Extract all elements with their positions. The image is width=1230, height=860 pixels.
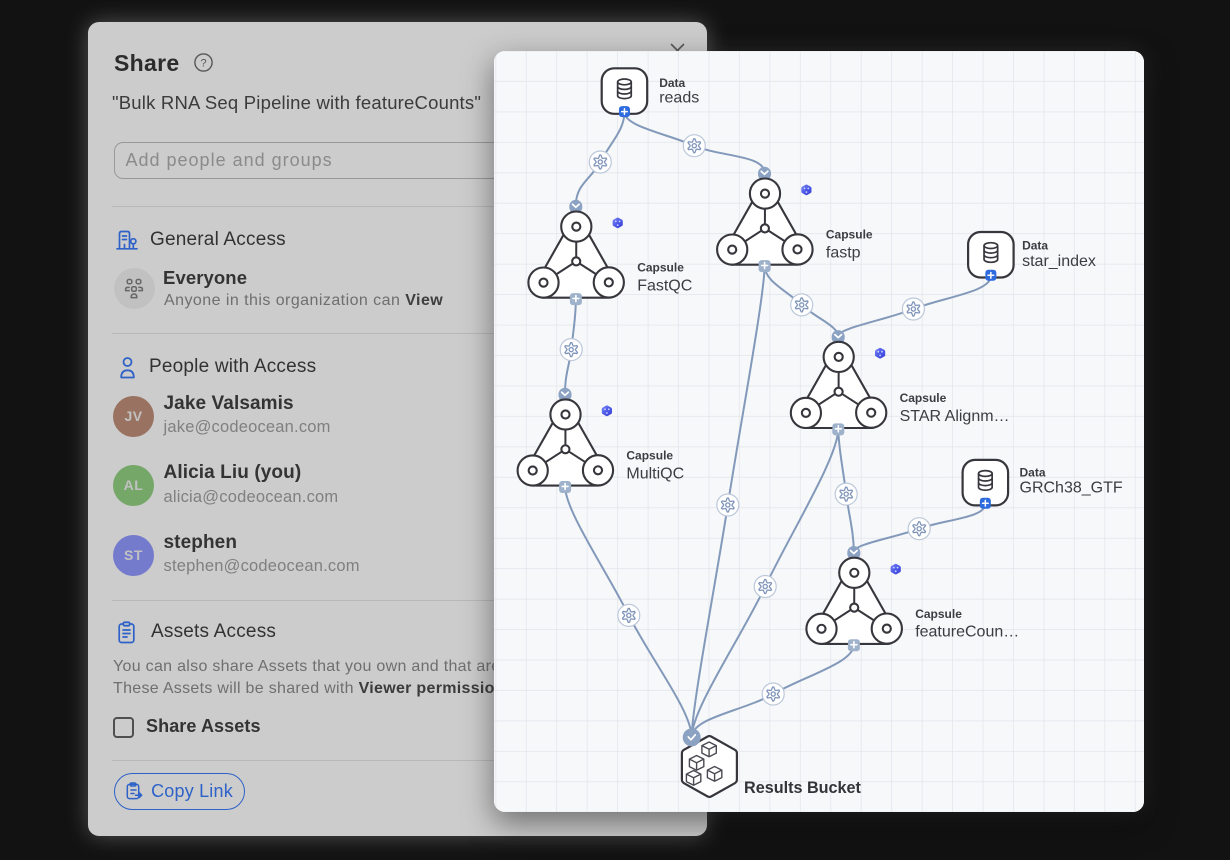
- svg-text:Data: Data: [659, 76, 685, 90]
- svg-text:GRCh38_GTF: GRCh38_GTF: [1019, 479, 1122, 496]
- svg-text:?: ?: [200, 57, 206, 69]
- svg-text:Data: Data: [1022, 238, 1048, 252]
- svg-text:FastQC: FastQC: [637, 277, 692, 294]
- svg-text:Capsule: Capsule: [899, 391, 946, 405]
- svg-text:MultiQC: MultiQC: [626, 465, 684, 482]
- svg-text:reads: reads: [659, 89, 699, 106]
- svg-text:STAR Alignm…: STAR Alignm…: [899, 407, 1009, 424]
- svg-text:star_index: star_index: [1022, 252, 1096, 269]
- svg-text:fastp: fastp: [825, 244, 860, 261]
- svg-text:Capsule: Capsule: [915, 607, 962, 621]
- svg-text:Data: Data: [1019, 465, 1045, 479]
- svg-text:Capsule: Capsule: [637, 260, 684, 274]
- svg-text:Results Bucket: Results Bucket: [744, 779, 862, 797]
- svg-text:featureCoun…: featureCoun…: [915, 623, 1019, 640]
- svg-text:Capsule: Capsule: [825, 227, 872, 241]
- svg-text:Capsule: Capsule: [626, 448, 673, 462]
